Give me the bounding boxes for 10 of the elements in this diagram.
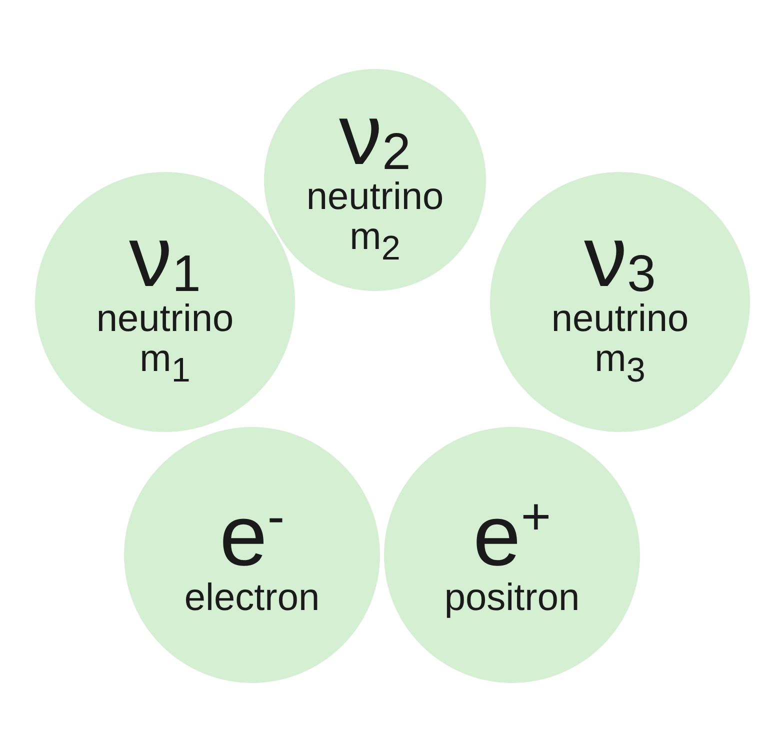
particle-name: neutrino m$_{2}$ (305, 178, 445, 268)
particle-name: positron (443, 579, 581, 619)
particle-symbol: ν$_{1}$ (129, 214, 201, 300)
particle-name: electron (183, 579, 321, 619)
particle-symbol: e$^{+}$ (473, 491, 551, 580)
particle-symbol: e$^{-}$ (219, 491, 285, 580)
particle-symbol: ν$_{2}$ (339, 92, 411, 178)
particle-name: neutrino m$_{3}$ (550, 300, 690, 390)
particle-symbol: ν$_{3}$ (584, 214, 656, 300)
particle-name: neutrino m$_{1}$ (95, 300, 235, 390)
